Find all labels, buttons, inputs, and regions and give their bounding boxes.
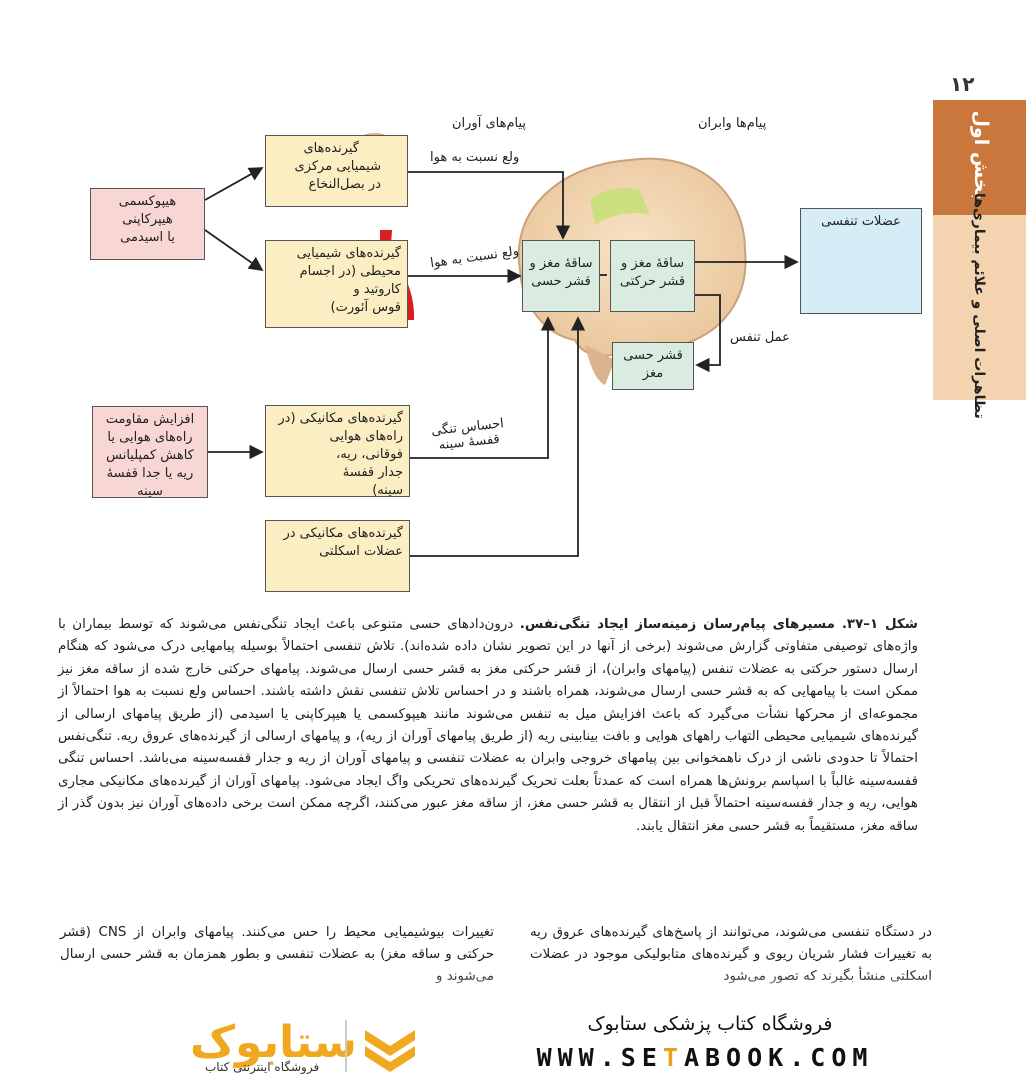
store-url: WWW.SETABOOK.COM [536,1043,874,1072]
page-number: ۱۲ [950,72,975,96]
respiratory-muscles-box: عضلات تنفسی [800,208,922,314]
store-logo-subtitle: فروشگاه اینترنتی کتاب [205,1060,320,1074]
figure-caption: شکل ۱–۳۷. مسیرهای پیام‌رسان زمینه‌ساز ای… [58,614,918,838]
chapter-tab: تظاهرات اصلی و علائم بیماری‌ها [933,193,1026,419]
body-text-left-column: تغییرات بیوشیمیایی محیط را حس می‌کنند. پ… [60,925,494,984]
footer-band [0,990,1026,1080]
work-of-breathing-label: عمل تنفس [730,330,790,345]
afferent-label: پیام‌های آوران [452,116,527,131]
store-logo: ستابوک [190,1017,357,1068]
part-tab: بخش اول [933,100,1026,215]
footer-divider [345,1020,347,1072]
air-hunger-label-1: ولع نسبت به هوا [430,150,520,165]
chapter-side-tab: بخش اول تظاهرات اصلی و علائم بیماری‌ها [933,100,1026,419]
body-text-right-column: در دستگاه تنفسی می‌شوند، می‌توانند از پا… [530,925,932,984]
diagram-arrows [204,133,898,584]
caption-body: درون‌دادهای حسی متنوعی باعث ایجاد تنگی‌ن… [58,617,918,834]
efferent-label: پیام‌ها وابران [698,116,767,131]
chapter-label: تظاهرات اصلی و علائم بیماری‌ها [971,193,987,419]
caption-title: شکل ۱–۳۷. مسیرهای پیام‌رسان زمینه‌ساز ای… [519,617,918,632]
store-name: فروشگاه کتاب پزشکی ستابوک [587,1013,833,1035]
store-chevron-icon [365,1030,415,1072]
